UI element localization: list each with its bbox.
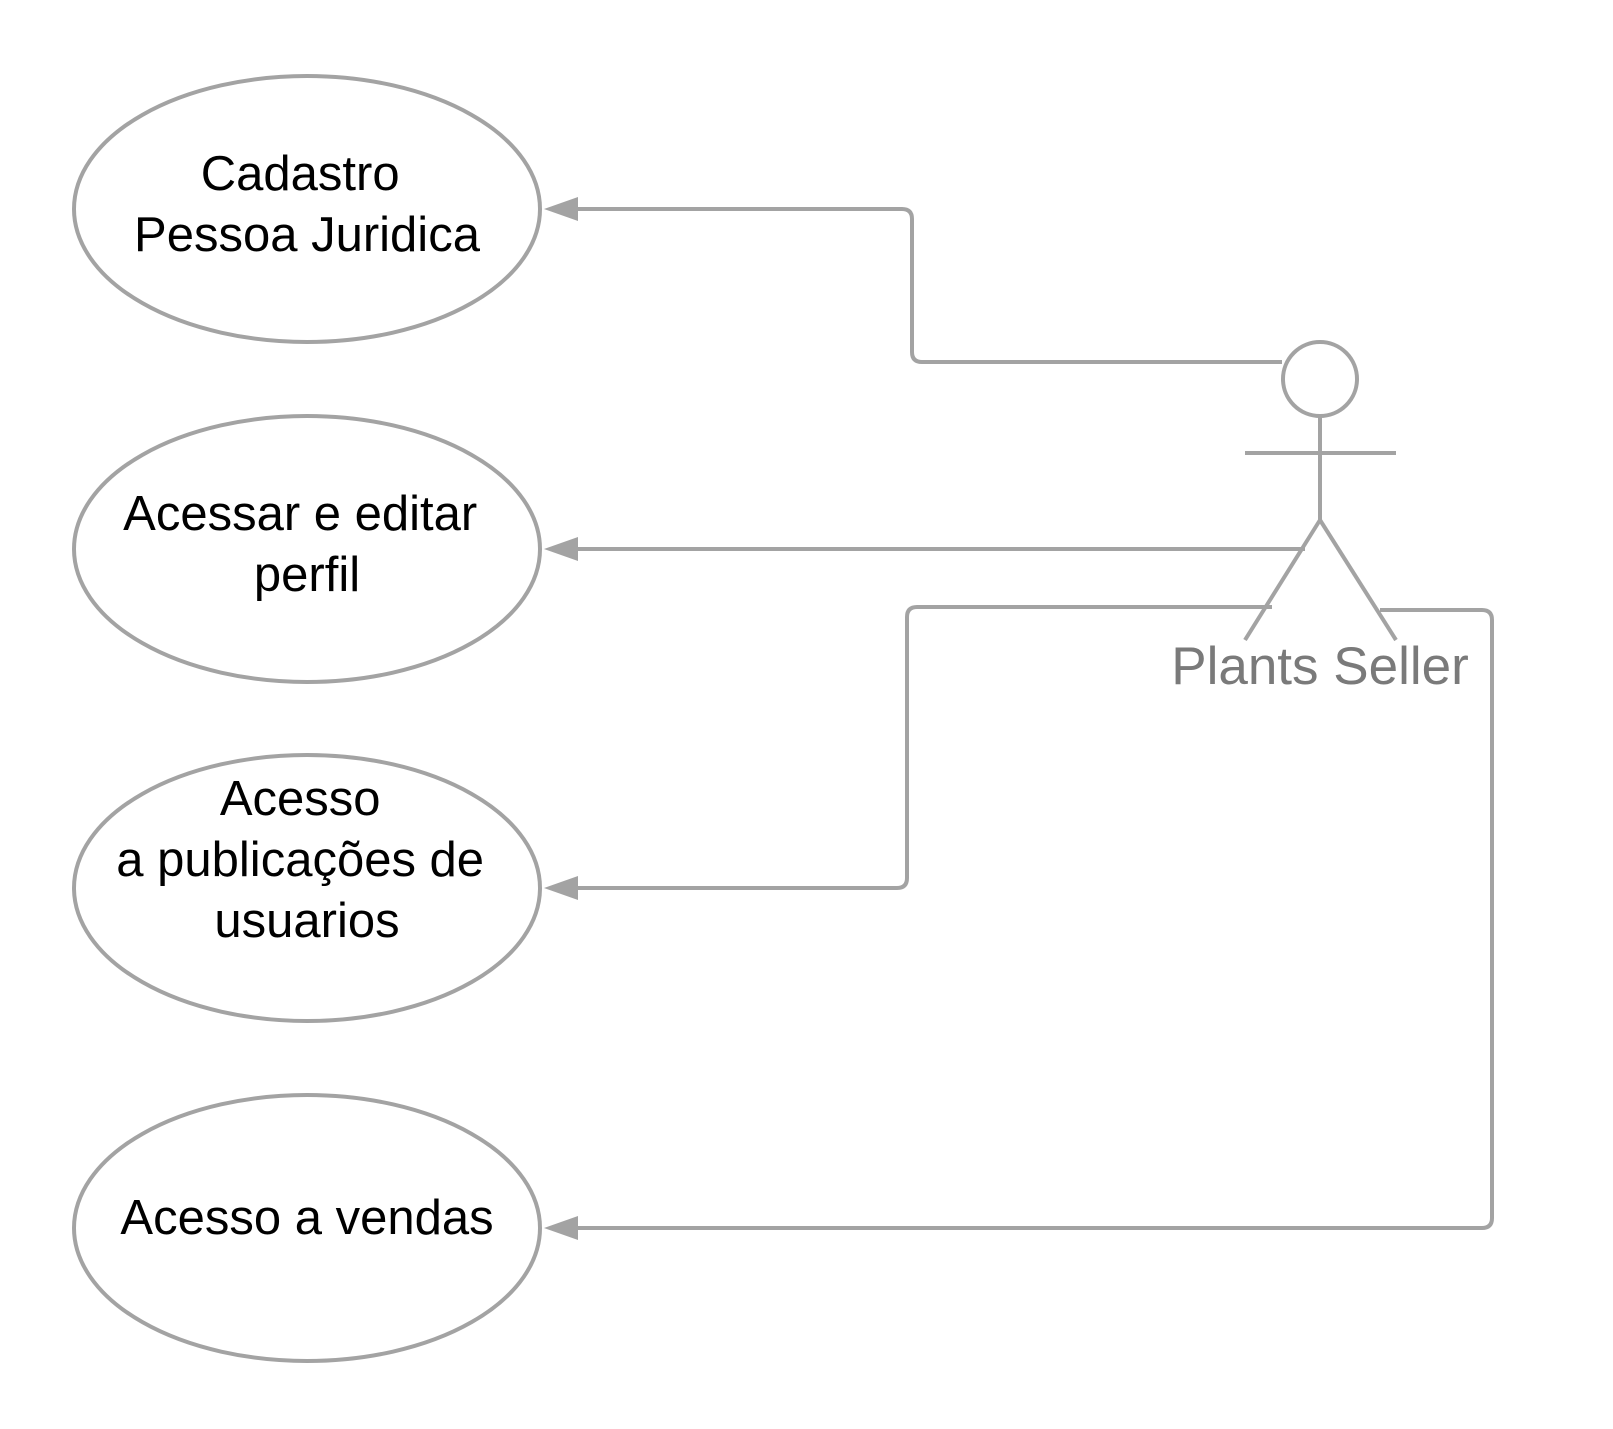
connector-cadastro [572,207,1282,364]
use-case-cadastro[interactable]: Cadastro Pessoa Juridica [72,74,542,344]
actor-plants-seller[interactable]: Plants Seller [1171,340,1469,696]
arrowhead-cadastro [544,197,578,221]
use-case-label-line: Acesso [220,772,381,826]
use-case-ellipse [72,753,542,1023]
actor-head [1281,340,1359,418]
use-case-label-line: Pessoa Juridica [134,208,481,262]
use-case-label-line: Acessar e editar [123,487,477,541]
arrowhead-perfil [544,537,578,561]
stick-figure-icon [1243,340,1398,642]
use-case-label: Cadastro Pessoa Juridica [134,147,481,262]
use-case-label: Acesso a vendas [120,1191,493,1245]
use-case-label-line: perfil [254,548,360,602]
actor-right-leg [1318,518,1398,642]
connector-publicacoes [572,605,1272,890]
use-case-label: Acesso a publicações de usuarios [116,772,497,948]
use-case-vendas[interactable]: Acesso a vendas [72,1093,542,1363]
use-case-label: Acessar e editar perfil [123,487,491,602]
actor-name: Plants Seller [1171,637,1469,696]
arrowhead-publicacoes [544,876,578,900]
use-case-label-line: usuarios [214,894,399,948]
use-case-ellipse [72,414,542,684]
use-case-publicacoes[interactable]: Acesso a publicações de usuarios [72,753,542,1023]
actor-left-leg [1243,518,1322,642]
connector-vendas [572,608,1494,1230]
use-case-perfil[interactable]: Acessar e editar perfil [72,414,542,684]
connectors [544,197,1494,1240]
use-case-label-line: a publicações de [116,833,484,887]
use-case-ellipse [72,74,542,344]
use-case-ellipse [72,1093,542,1363]
arrowhead-vendas [544,1216,578,1240]
use-case-label-line: Cadastro [201,147,400,201]
use-case-label-line: Acesso a vendas [120,1191,493,1245]
